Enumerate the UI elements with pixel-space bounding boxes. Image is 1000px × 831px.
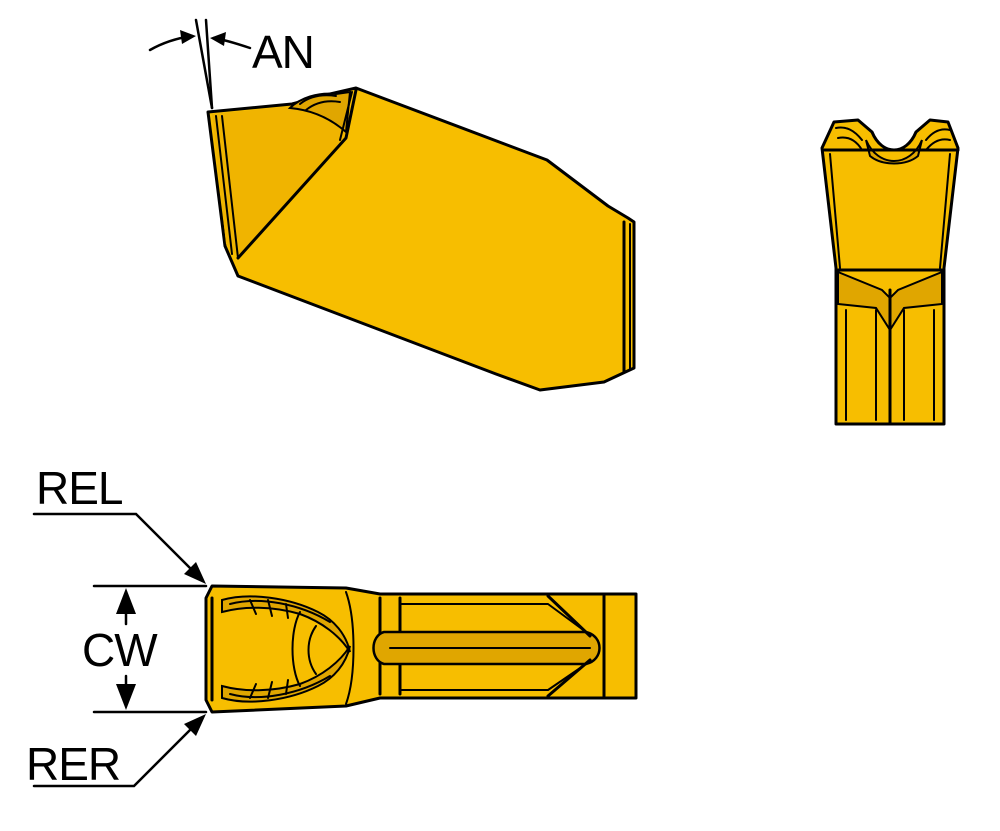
arrowhead (184, 714, 206, 736)
label-rer: RER (26, 738, 120, 790)
arrowhead (180, 30, 196, 44)
top-view (204, 584, 638, 714)
rel-dimension: REL (32, 462, 206, 584)
label-rel: REL (36, 462, 123, 514)
arrowhead (116, 588, 136, 614)
label-cw: CW (82, 624, 158, 676)
arrowhead (210, 32, 226, 46)
label-an: AN (252, 26, 314, 78)
rer-dimension: RER (26, 714, 206, 790)
arrowhead (116, 684, 136, 710)
side-view-rake-face (212, 92, 352, 256)
cw-dimension: CW (82, 584, 208, 714)
arrowhead (184, 562, 206, 584)
end-view (820, 118, 960, 426)
side-view (206, 86, 636, 392)
end-view-body (820, 118, 960, 426)
end-view-notch (865, 139, 923, 165)
angle-an-dimension: AN (148, 18, 315, 110)
